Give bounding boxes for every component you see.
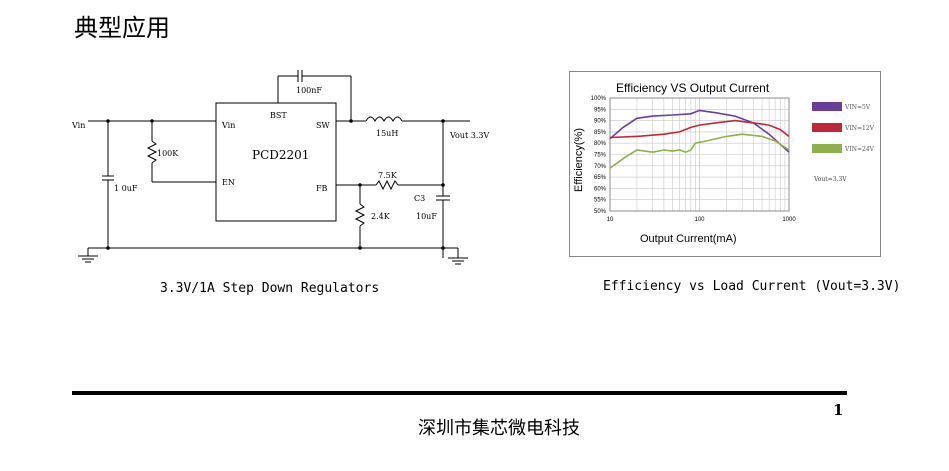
bottom-resistor-label: 2.4K [371,212,391,221]
pin-en-label: EN [222,178,235,187]
y-tick-label: 50% [594,209,607,215]
x-tick-label: 1000 [782,217,796,223]
efficiency-chart-frame: Efficiency VS Output Current 50% 55% 60% 65… [569,71,881,257]
y-tick-label: 55% [594,198,607,204]
pin-vin-label: Vin [221,121,235,130]
y-tick-label: 80% [594,141,607,147]
y-tick-label: 75% [594,153,607,159]
circuit-caption: 3.3V/1A Step Down Regulators [160,281,380,296]
legend-swatch [812,102,842,111]
vin-label: Vin [71,121,85,130]
legend-label: VIN=12V [844,125,875,132]
y-tick-label: 90% [594,119,607,125]
output-cap-ref: C3 [414,194,425,203]
pullup-resistor-label: 100K [157,149,179,158]
y-axis-label: Efficiency(%) [573,128,585,192]
y-tick-label: 60% [594,186,607,192]
y-tick-label: 65% [594,175,607,181]
series-line [609,109,790,153]
footer-rule [72,391,847,395]
x-tick-label: 10 [607,217,614,223]
pin-bst-label: BST [270,111,287,120]
company-name: 深圳市集芯微电科技 [418,418,580,439]
x-tick-label: 100 [694,217,705,223]
section-heading: 典型应用 [74,14,170,42]
vout-label: Vout 3.3V [449,131,489,140]
pin-sw-label: SW [316,121,330,130]
efficiency-chart: Efficiency VS Output Current 50% 55% 60% 65… [573,81,875,245]
top-resistor-label: 7.5K [378,171,398,180]
chart-grid [609,97,790,212]
output-cap-label: 10uF [416,212,437,221]
circuit-schematic: Vin 1 0uF 100K PCD2201 Vin EN BST SW FB … [71,70,489,265]
y-tick-label: 70% [594,164,607,170]
y-tick-label: 85% [594,130,607,136]
chart-caption: Efficiency vs Load Current (Vout=3.3V) [603,279,901,294]
plot-area [609,97,790,212]
input-cap-label: 1 0uF [114,184,138,193]
x-axis-label: Output Current(mA) [640,233,737,245]
y-tick-label: 95% [594,107,607,113]
boot-cap-label: 100nF [296,86,322,95]
vout-note: Vout=3.3V [813,176,847,183]
legend-swatch [812,123,842,132]
inductor-label: 15uH [376,129,398,138]
legend-swatch [812,144,842,153]
page-number: 1 [833,401,844,419]
chart-title: Efficiency VS Output Current [616,81,770,95]
pin-fb-label: FB [316,184,328,193]
legend-label: VIN=5V [844,104,871,111]
chip-name: PCD2201 [252,148,309,162]
series-line [609,119,790,139]
legend-label: VIN=24V [844,146,875,153]
y-tick-label: 100% [591,96,607,102]
series-line [609,133,790,169]
